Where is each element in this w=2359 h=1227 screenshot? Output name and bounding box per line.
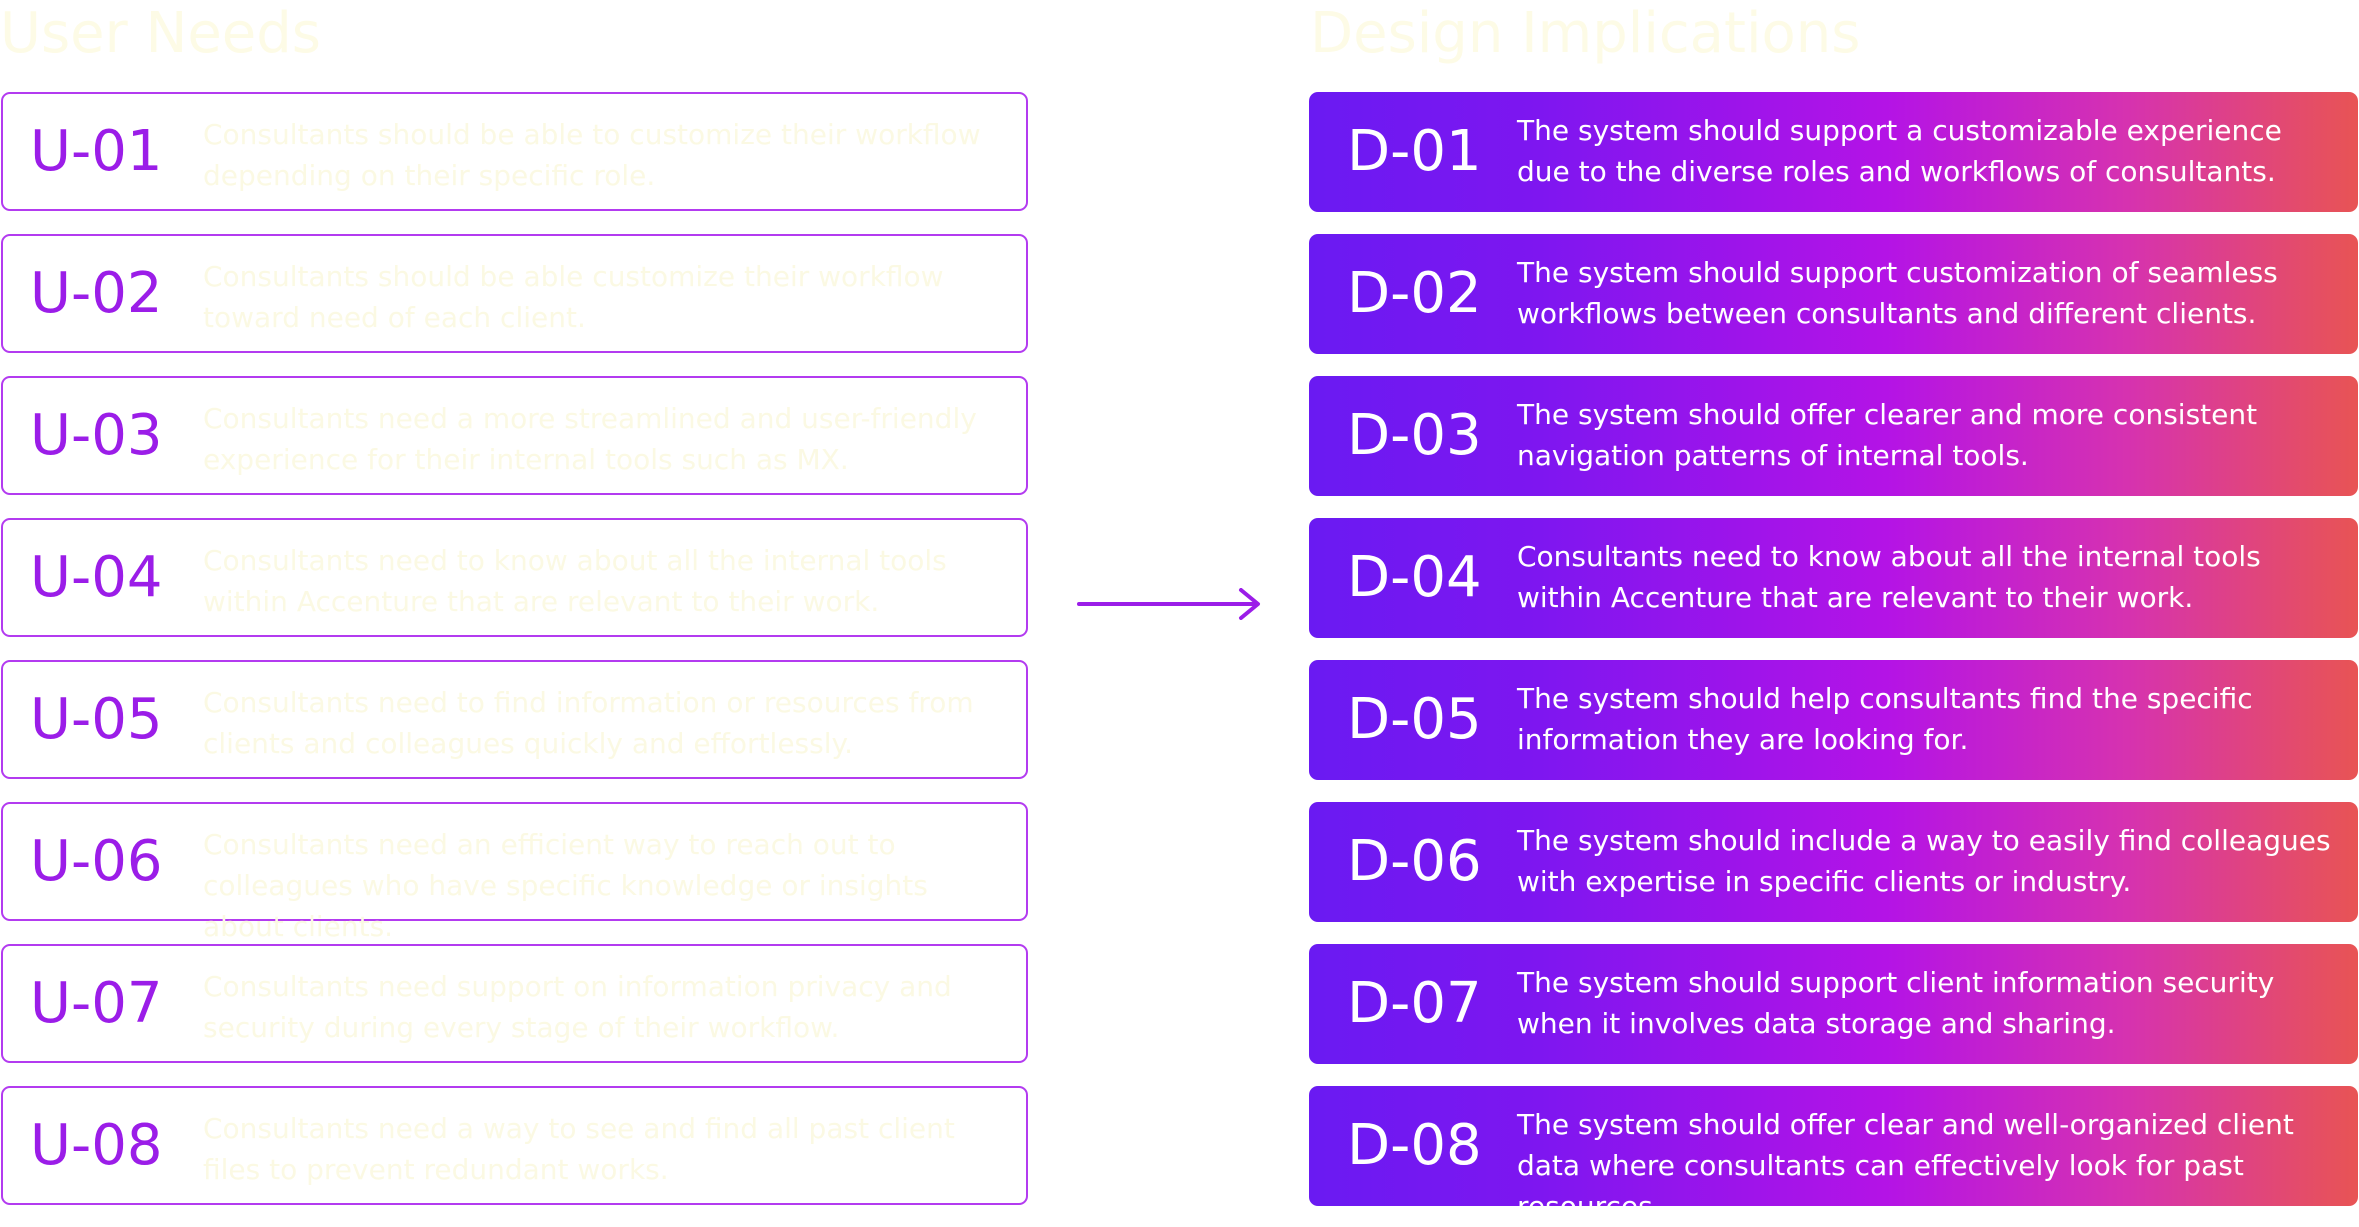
design-implication-code: D-08 xyxy=(1347,1113,1482,1178)
design-implication-text: The system should include a way to easil… xyxy=(1517,824,2331,898)
user-need-text: Consultants need a more streamlined and … xyxy=(203,402,977,476)
design-implication-card: D-06 The system should include a way to … xyxy=(1309,802,2358,922)
user-need-card: U-04 Consultants need to know about all … xyxy=(1,518,1028,637)
user-need-text: Consultants need a way to see and find a… xyxy=(203,1112,955,1186)
user-need-code: U-01 xyxy=(30,119,163,184)
design-implication-card: D-05 The system should help consultants … xyxy=(1309,660,2358,780)
user-needs-heading: User Needs xyxy=(0,1,321,66)
user-need-text: Consultants need an efficient way to rea… xyxy=(203,828,928,943)
design-implication-card: D-07 The system should support client in… xyxy=(1309,944,2358,1064)
user-need-card: U-01 Consultants should be able to custo… xyxy=(1,92,1028,211)
user-need-card: U-08 Consultants need a way to see and f… xyxy=(1,1086,1028,1205)
design-implication-code: D-03 xyxy=(1347,403,1482,468)
user-need-card: U-03 Consultants need a more streamlined… xyxy=(1,376,1028,495)
design-implication-card: D-04 Consultants need to know about all … xyxy=(1309,518,2358,638)
user-need-code: U-08 xyxy=(30,1113,163,1178)
design-implication-code: D-02 xyxy=(1347,261,1482,326)
arrow-right-icon xyxy=(1077,588,1260,620)
design-implication-card: D-03 The system should offer clearer and… xyxy=(1309,376,2358,496)
design-implication-text: The system should offer clearer and more… xyxy=(1517,398,2258,472)
user-need-text: Consultants should be able to customize … xyxy=(203,118,981,192)
user-need-code: U-06 xyxy=(30,829,163,894)
design-implication-card: D-08 The system should offer clear and w… xyxy=(1309,1086,2358,1223)
design-implication-card: D-01 The system should support a customi… xyxy=(1309,92,2358,212)
user-need-text: Consultants need to find information or … xyxy=(203,686,974,760)
design-implication-text: The system should support client informa… xyxy=(1517,966,2275,1040)
design-implication-text: The system should help consultants find … xyxy=(1517,682,2253,756)
design-implication-code: D-01 xyxy=(1347,119,1482,184)
user-need-code: U-03 xyxy=(30,403,163,468)
user-need-card: U-06 Consultants need an efficient way t… xyxy=(1,802,1028,943)
user-need-code: U-07 xyxy=(30,971,163,1036)
design-implication-code: D-06 xyxy=(1347,829,1482,894)
user-need-text: Consultants need to know about all the i… xyxy=(203,544,947,618)
design-implication-code: D-05 xyxy=(1347,687,1482,752)
design-implications-heading: Design Implications xyxy=(1310,1,1861,66)
user-need-code: U-04 xyxy=(30,545,163,610)
design-implication-code: D-04 xyxy=(1347,545,1482,610)
design-implication-text: Consultants need to know about all the i… xyxy=(1517,540,2261,614)
user-need-code: U-05 xyxy=(30,687,163,752)
design-implication-code: D-07 xyxy=(1347,971,1482,1036)
user-need-card: U-02 Consultants should be able customiz… xyxy=(1,234,1028,353)
design-implication-text: The system should support a customizable… xyxy=(1517,114,2282,188)
user-need-text: Consultants need support on information … xyxy=(203,970,952,1044)
user-need-card: U-07 Consultants need support on informa… xyxy=(1,944,1028,1063)
user-need-card: U-05 Consultants need to find informatio… xyxy=(1,660,1028,779)
user-need-text: Consultants should be able customize the… xyxy=(203,260,944,334)
design-implication-text: The system should offer clear and well-o… xyxy=(1517,1108,2294,1223)
design-implication-card: D-02 The system should support customiza… xyxy=(1309,234,2358,354)
design-implication-text: The system should support customization … xyxy=(1517,256,2278,330)
user-need-code: U-02 xyxy=(30,261,163,326)
